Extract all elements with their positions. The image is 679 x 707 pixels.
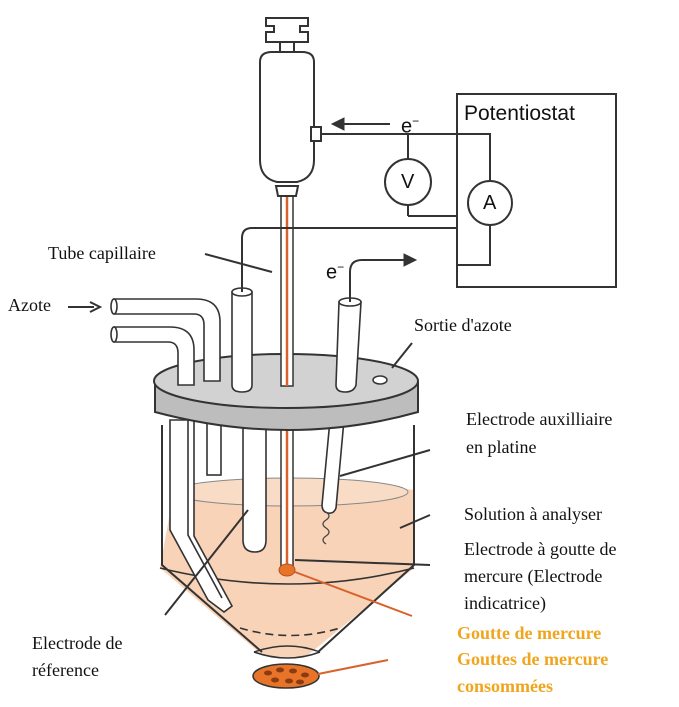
potentiostat-label: Potentiostat	[464, 102, 575, 125]
mercury-drop	[278, 563, 296, 577]
electrode-goutte-label-3: indicatrice)	[464, 593, 546, 613]
capillary-lower	[278, 419, 296, 577]
circuit-wires	[241, 133, 491, 302]
electron-top-label: e−	[401, 110, 419, 138]
electron-top-symbol: e	[401, 115, 413, 138]
reference-electrode-top	[231, 287, 253, 393]
electrode-aux-label-1: Electrode auxilliaire	[466, 409, 613, 429]
auxiliary-electrode-top	[335, 297, 362, 393]
electrode-goutte-label-1: Electrode à goutte de	[464, 539, 617, 559]
azote-label: Azote	[8, 295, 51, 315]
electrode-aux-label-2: en platine	[466, 437, 537, 457]
solution-label: Solution à analyser	[464, 504, 602, 524]
inner-tube	[206, 419, 222, 476]
electron-bottom-symbol: e	[326, 261, 338, 284]
voltmeter-label: V	[401, 171, 415, 193]
sortie-azote-label: Sortie d'azote	[414, 315, 512, 335]
mercury-pool	[252, 663, 320, 689]
electron-bottom-charge: −	[337, 260, 345, 274]
gouttes-consommees-label-1: Gouttes de mercure	[457, 649, 609, 669]
nitrogen-inlet-tubes	[110, 298, 221, 386]
nitrogen-outlet-hole	[372, 375, 388, 385]
nitrogen-inlet-tube-lower	[169, 419, 234, 613]
mercury-drops	[264, 667, 309, 685]
electrode-ref-label-2: réference	[32, 660, 99, 680]
label-pointers	[68, 253, 431, 616]
electron-top-charge: −	[412, 114, 420, 128]
tube-capillaire-label: Tube capillaire	[48, 243, 156, 263]
mercury-reservoir	[259, 17, 322, 197]
goutte-mercure-label: Goutte de mercure	[457, 623, 602, 643]
ammeter-label: A	[483, 192, 497, 214]
voltmeter	[384, 158, 432, 206]
reference-electrode-lower	[242, 419, 267, 553]
ammeter	[467, 180, 513, 226]
electrode-ref-label-1: Electrode de	[32, 633, 123, 653]
electron-bottom-label: e−	[326, 256, 344, 284]
gouttes-consommees-label-2: consommées	[457, 676, 553, 696]
electron-arrows	[330, 117, 418, 267]
electrode-goutte-label-2: mercure (Electrode	[464, 566, 603, 586]
mercury-pointers	[294, 571, 413, 675]
capillary-upper	[280, 195, 294, 387]
auxiliary-electrode-lower	[321, 419, 345, 545]
